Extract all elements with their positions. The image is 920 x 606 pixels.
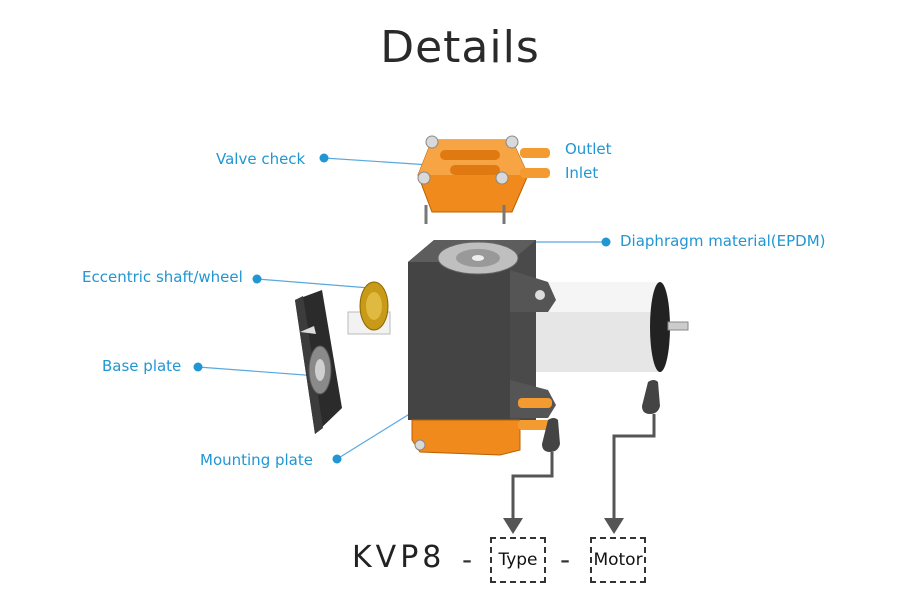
valve-check-part — [417, 135, 550, 224]
outlet-label: Outlet — [565, 140, 612, 158]
eccentric-label: Eccentric shaft/wheel — [82, 268, 243, 286]
motor-box: Motor — [590, 537, 646, 583]
pump-body — [408, 240, 689, 456]
motor-arrow — [612, 414, 656, 522]
valve-check-leader — [323, 157, 431, 166]
model-separator: - — [560, 543, 571, 576]
base-plate-label: Base plate — [102, 357, 182, 375]
inlet-label: Inlet — [565, 164, 599, 182]
model-prefix: KVP8 — [352, 540, 446, 575]
page-title: Details — [380, 22, 540, 73]
type-arrow — [511, 452, 554, 522]
eccentric-leader — [256, 278, 371, 289]
pointing-hand-icon — [542, 418, 560, 452]
type-box: Type — [490, 537, 546, 583]
eccentric-wheel-part — [347, 281, 391, 335]
mounting-plate-label: Mounting plate — [200, 451, 313, 469]
valve-check-label: Valve check — [216, 150, 306, 168]
base-plate-leader — [197, 366, 319, 377]
base-plate-part — [295, 290, 342, 434]
pointing-hand-icon — [642, 380, 660, 414]
diaphragm-label: Diaphragm material(EPDM) — [620, 232, 826, 250]
model-separator: - — [462, 543, 473, 576]
